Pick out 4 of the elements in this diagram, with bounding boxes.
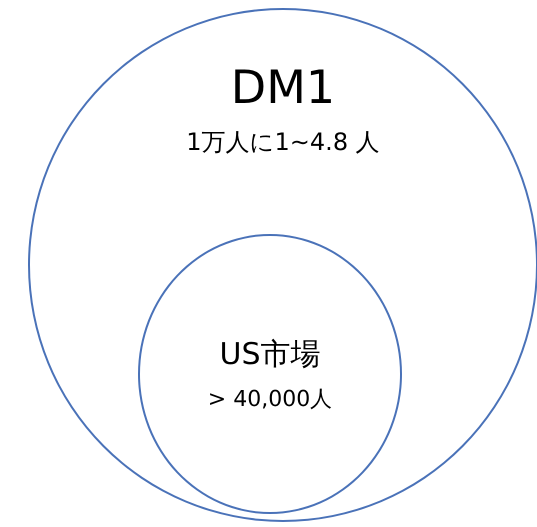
node-subtitle: > 40,000人 (208, 386, 332, 414)
node-title: DM1 (230, 60, 336, 114)
node-title: US市場 (219, 336, 320, 374)
node-subtitle: 1万人に1~4.8 人 (186, 127, 380, 158)
